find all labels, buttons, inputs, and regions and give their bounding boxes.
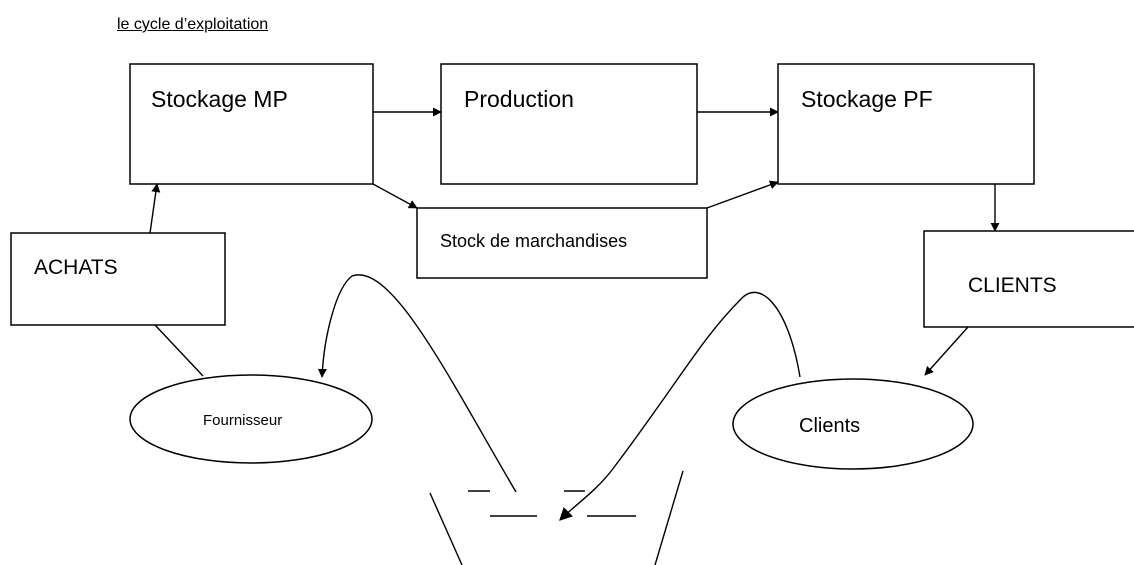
arrow-achats-to-mp (149, 183, 161, 234)
production-box (440, 63, 698, 185)
stockage-mp-label: Stockage MP (151, 86, 288, 112)
achats-box (10, 232, 226, 326)
arrow-marchandises-to-pf (706, 180, 779, 209)
fournisseur-ellipse (129, 374, 373, 464)
clients-box-label: CLIENTS (968, 274, 1057, 297)
reservoir-left-wall (429, 492, 463, 565)
achats-label: ACHATS (34, 256, 118, 279)
arrow-mp-to-marchandises (372, 183, 418, 209)
diagram-title: le cycle d’exploitation (117, 16, 269, 33)
fournisseur-label: Fournisseur (203, 412, 282, 429)
clients-ellipse (732, 378, 974, 470)
connector-achats-fournisseur (154, 324, 204, 377)
stockage-pf-box (777, 63, 1035, 185)
stockage-pf-label: Stockage PF (801, 86, 933, 112)
clients-box (923, 230, 1134, 328)
production-label: Production (464, 86, 574, 112)
clients-ellipse-label: Clients (799, 415, 860, 437)
stock-marchandises-label: Stock de marchandises (440, 231, 627, 251)
arrow-clients-box-to-ellipse (924, 326, 969, 376)
stock-marchandises-box (416, 207, 708, 279)
stockage-mp-box (129, 63, 374, 185)
curve-arrow-clients-to-treasury (559, 291, 801, 521)
reservoir-right-wall (654, 470, 684, 565)
curve-arrow-to-fournisseur (317, 274, 517, 493)
